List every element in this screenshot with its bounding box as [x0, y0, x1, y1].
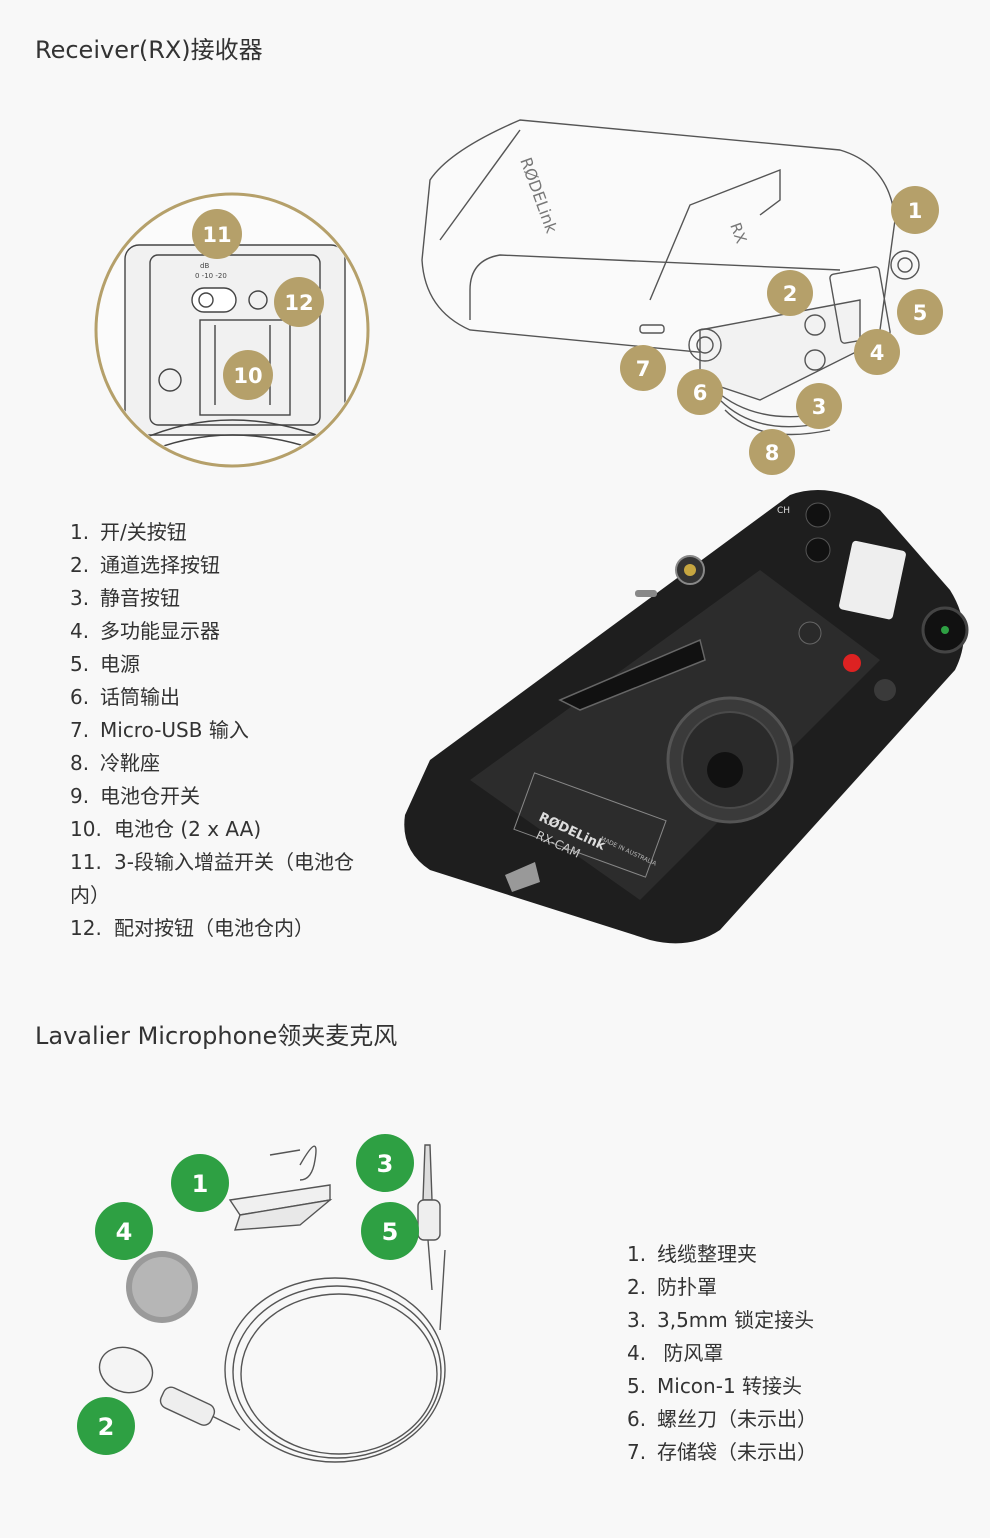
receiver-callouts: 1 2 3 4 5 6 7 8 10 11 12 [192, 186, 943, 475]
svg-text:4: 4 [116, 1218, 133, 1246]
list-item: 8.冷靴座 [70, 751, 160, 775]
list-item: 1.线缆整理夹 [627, 1242, 757, 1266]
rx-cam-device-photo [404, 490, 969, 944]
lavalier-kit-drawing [98, 1144, 446, 1463]
lavalier-section-title: Lavalier Microphone领夹麦克风 [35, 1022, 398, 1050]
rx-cam-ch-label: CH [777, 506, 790, 516]
svg-text:10: 10 [233, 364, 262, 388]
lavalier-parts-list: 1.线缆整理夹 2.防扑罩 3.3,5mm 锁定接头 4. 防风罩 5.Mico… [627, 1238, 927, 1469]
callout-2: 2 [767, 270, 813, 316]
receiver-section-title: Receiver(RX)接收器 [35, 36, 263, 64]
lavalier-callouts: 1 2 3 4 5 [77, 1134, 419, 1455]
svg-text:3: 3 [812, 395, 827, 419]
callout-1: 1 [891, 186, 939, 234]
list-item: 3.静音按钮 [70, 586, 180, 610]
list-item: 4.多功能显示器 [70, 619, 220, 643]
callout-12: 12 [274, 277, 324, 327]
rx-device-line-drawing [421, 119, 920, 436]
svg-text:4: 4 [870, 341, 885, 365]
list-item: 4. 防风罩 [627, 1341, 724, 1365]
svg-text:1: 1 [908, 199, 923, 223]
rx-tag-engraving: RX [726, 220, 750, 246]
callout-11: 11 [192, 209, 242, 259]
svg-text:3: 3 [377, 1150, 394, 1178]
callout-5: 5 [897, 289, 943, 335]
list-item: 1.开/关按钮 [70, 520, 187, 544]
list-item: 7.存储袋（未示出） [627, 1440, 817, 1464]
svg-text:5: 5 [382, 1218, 399, 1246]
svg-text:12: 12 [284, 291, 313, 315]
list-item: 6.螺丝刀（未示出） [627, 1407, 817, 1431]
list-item: 9.电池仓开关 [70, 784, 200, 808]
lav-callout-1: 1 [171, 1154, 229, 1212]
svg-text:2: 2 [783, 282, 798, 306]
svg-text:1: 1 [192, 1170, 209, 1198]
lav-callout-4: 4 [95, 1202, 153, 1260]
windshield-drawing [126, 1251, 198, 1323]
gain-steps-label: 0 -10 -20 [195, 272, 227, 280]
callout-6: 6 [677, 369, 723, 415]
svg-text:5: 5 [913, 301, 928, 325]
svg-text:8: 8 [765, 441, 780, 465]
list-item: 5.Micon-1 转接头 [627, 1374, 803, 1398]
callout-7: 7 [620, 345, 666, 391]
svg-text:7: 7 [636, 357, 651, 381]
lav-callout-3: 3 [356, 1134, 414, 1192]
list-item: 11.3-段输入增益开关（电池仓内） [70, 850, 354, 907]
svg-text:11: 11 [202, 223, 231, 247]
list-item: 2.通道选择按钮 [70, 553, 220, 577]
list-item: 5.电源 [70, 652, 140, 676]
callout-8: 8 [749, 429, 795, 475]
list-item: 7.Micro-USB 输入 [70, 718, 249, 742]
list-item: 6.话筒输出 [70, 685, 180, 709]
list-item: 12.配对按钮（电池仓内） [70, 916, 314, 940]
lav-callout-5: 5 [361, 1202, 419, 1260]
list-item: 10.电池仓 (2 x AA) [70, 817, 262, 841]
callout-10: 10 [223, 350, 273, 400]
callout-4: 4 [854, 329, 900, 375]
callout-3: 3 [796, 383, 842, 429]
svg-text:2: 2 [98, 1413, 115, 1441]
gain-db-label: dB [200, 262, 209, 270]
receiver-parts-list: 1.开/关按钮 2.通道选择按钮 3.静音按钮 4.多功能显示器 5.电源 6.… [70, 516, 370, 945]
svg-text:6: 6 [693, 381, 708, 405]
list-item: 3.3,5mm 锁定接头 [627, 1308, 815, 1332]
lav-callout-2: 2 [77, 1397, 135, 1455]
list-item: 2.防扑罩 [627, 1275, 717, 1299]
